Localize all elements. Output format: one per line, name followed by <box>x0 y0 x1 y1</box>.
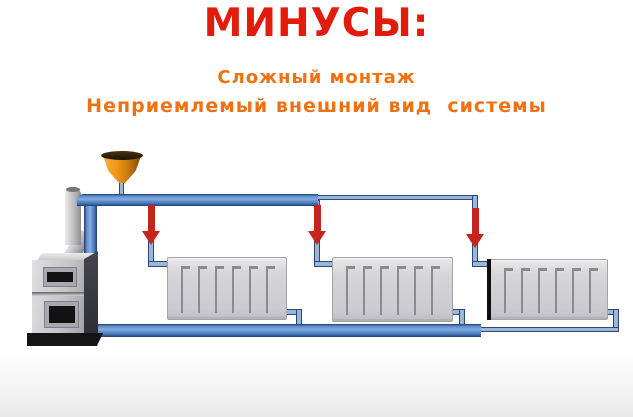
slide-title: МИНУСЫ: <box>203 1 430 46</box>
boiler-upper-door-slot <box>47 272 73 282</box>
flow-arrow-2-head <box>308 231 326 245</box>
flow-arrow-3-icon <box>466 208 484 248</box>
boiler-riser-pipe <box>84 198 97 260</box>
flow-arrow-2-shaft <box>313 205 321 231</box>
slide-subtitle-1: Сложный монтаж <box>217 67 416 88</box>
flow-arrow-1-shaft <box>147 205 155 231</box>
radiator-2 <box>332 257 453 322</box>
radiator-3-endplate <box>487 259 491 320</box>
flow-arrow-3-head <box>466 234 484 248</box>
boiler-icon <box>27 248 103 346</box>
boiler-section-divider <box>32 292 84 296</box>
boiler-top-face <box>35 253 96 262</box>
expansion-tank-rim <box>101 151 143 160</box>
radiator-1 <box>167 257 287 320</box>
slide-subtitle-2: Неприемлемый внешний вид системы <box>86 95 547 117</box>
boiler-lower-door <box>44 301 79 328</box>
bottom-thin-pipe <box>477 327 619 332</box>
flow-arrow-3-shaft <box>471 208 479 234</box>
flow-arrow-1-head <box>142 231 160 245</box>
boiler-side-panel <box>84 251 98 341</box>
boiler-upper-door <box>43 267 77 287</box>
boiler-lower-door-slot <box>49 306 75 323</box>
bottom-return-pipe <box>87 324 481 337</box>
expansion-tank-icon <box>103 156 141 183</box>
radiator-3 <box>490 259 608 320</box>
flow-arrow-1-icon <box>142 205 160 245</box>
top-thin-pipe <box>314 195 477 200</box>
top-supply-pipe <box>77 194 318 206</box>
flow-arrow-2-icon <box>308 205 326 245</box>
boiler-base <box>27 333 103 346</box>
